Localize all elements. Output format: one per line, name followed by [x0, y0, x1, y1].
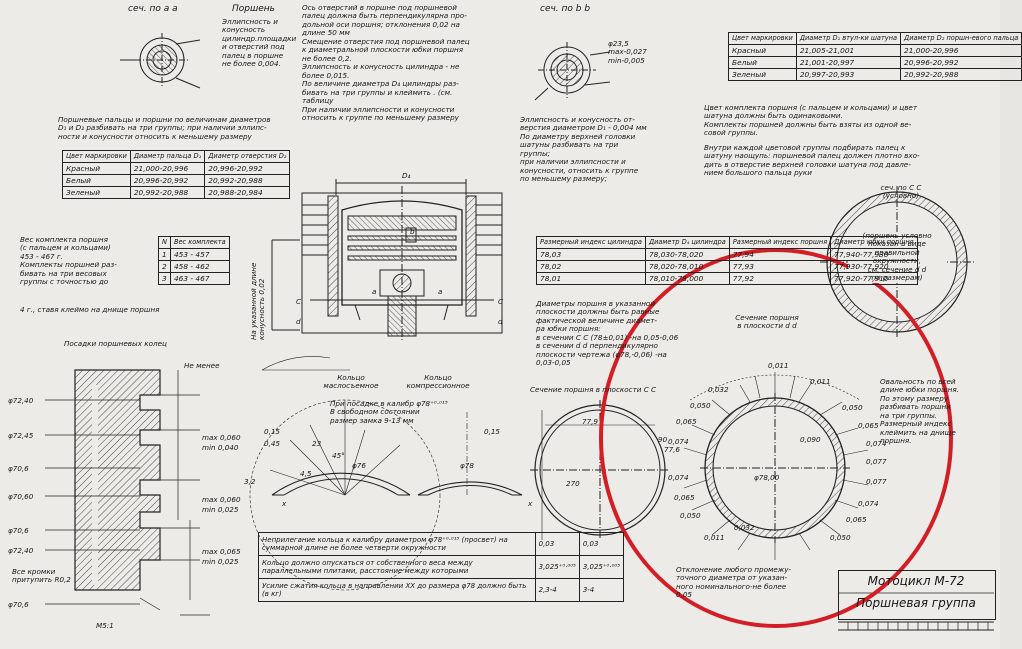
ring-groove-profile [45, 369, 210, 616]
dd-value: 0,011 [768, 361, 789, 370]
dim-label: φ70,60 [8, 492, 34, 501]
tolerance: max 0,060 [202, 495, 241, 504]
edge-note: Все кромки притупить R0,2 [12, 567, 71, 585]
table-pin-color: Цвет маркировки Диаметр пальца D₁ Диамет… [62, 150, 291, 199]
tolerance: min 0,040 [202, 443, 239, 452]
ring-grooves-title: Посадки поршневых колец [64, 339, 167, 348]
dd-value: 0,077 [866, 457, 887, 466]
center-label: 4,5 [300, 469, 312, 478]
dd-value: 0,032 [708, 385, 729, 394]
sec-bb-label: сеч. по b b [540, 4, 591, 14]
center-label: φ78 [460, 461, 474, 470]
oil-ring-label: Кольцо маслосъемное [323, 373, 379, 391]
center-label: a [438, 287, 443, 296]
dim-label: φ72,40 [8, 396, 34, 405]
dd-value: 0,065 [846, 515, 867, 524]
deviation-note: Отклонение любого промежу-точного диамет… [676, 565, 792, 600]
center-label: x [528, 499, 533, 508]
color-group-note: Цвет комплекта поршня (с пальцем и кольц… [704, 103, 920, 178]
dd-value: 0,074 [668, 473, 689, 482]
center-label: a [372, 287, 377, 296]
title-line-1: Мотоцикл М-72 [867, 574, 965, 588]
sec-cc-title: сеч. по С С(условно) [880, 183, 922, 201]
piston-pins-note: Поршневые пальцы и поршни по величинам д… [58, 115, 271, 141]
scale-mark: М5:1 [96, 621, 114, 630]
dd-value: 0,074 [668, 437, 689, 446]
center-label: 3,2 [244, 477, 256, 486]
center-label: φ78,00 [754, 473, 780, 482]
section-aa-view [120, 33, 201, 89]
ring-sections [249, 356, 523, 591]
dd-value: 0,011 [704, 533, 725, 542]
dd-value: 0,050 [830, 533, 851, 542]
center-label: 45° [332, 451, 345, 460]
dd-value: 0,065 [676, 417, 697, 426]
center-label: x [282, 499, 287, 508]
dim-label: φ70,6 [8, 526, 29, 535]
dd-value: 0,011 [810, 377, 831, 386]
piston-note-title: Поршень [232, 4, 275, 14]
dd-value: 0,050 [842, 403, 863, 412]
weight-note: Вес комплекта поршня(с пальцем и кольцам… [20, 235, 117, 287]
conrod-note: Эллипсность и конусность от-верстия диам… [520, 115, 647, 184]
dd-value: 0,065 [858, 421, 879, 430]
section-bb-view [534, 42, 611, 101]
center-label: 0,15 [264, 427, 281, 436]
table-conrod-color: Цвет маркировки Диаметр D₁ втул-ки шатун… [728, 32, 1022, 81]
tolerance: min 0,025 [202, 505, 239, 514]
dd-value: 0,090 [800, 435, 821, 444]
dim-label: φ70,6 [8, 600, 29, 609]
no-less-label: Не менее [184, 361, 220, 370]
tolerance: min 0,025 [202, 557, 239, 566]
center-label: 0,45 [264, 439, 281, 448]
center-label: 77,9 [582, 417, 599, 426]
tolerance: max 0,065 [202, 547, 241, 556]
center-label: d [296, 317, 301, 326]
title-block [838, 570, 996, 620]
center-label: 23 [312, 439, 322, 448]
center-label: d [498, 317, 503, 326]
center-label: b [410, 227, 415, 236]
dd-value: 0,050 [680, 511, 701, 520]
center-label: C [498, 297, 504, 306]
section-dd-circle [683, 372, 869, 560]
center-label: C [296, 297, 302, 306]
title-line-2: Поршневая группа [856, 596, 976, 610]
dim-label: φ72,45 [8, 431, 34, 440]
center-label: 77,6 [664, 445, 681, 454]
compression-ring-label: Кольцо компрессионное [406, 373, 470, 391]
piston-cylinder-section [301, 179, 503, 340]
table-ring-requirements: Неприлегание кольца к калибру диаметром … [258, 532, 625, 602]
dd-value: 0,074 [858, 499, 879, 508]
dd-value: 0,050 [690, 401, 711, 410]
table-cylinder: Размерный индекс цилиндра Диаметр D₄ цил… [536, 236, 918, 285]
center-label: 270 [566, 479, 580, 488]
dd-value: 0,032 [734, 523, 755, 532]
sec-aa-label: сеч. по a a [128, 4, 178, 14]
tolerance: max 0,060 [202, 433, 241, 442]
vertical-length-note: На указанной длине конусность 0,02 [249, 262, 267, 340]
weight-note-last: 4 г., ставя клеймо на днище поршня [20, 305, 160, 314]
section-cc-title: Сечение поршня в плоскости С С [530, 385, 657, 394]
dd-value: 0,065 [674, 493, 695, 502]
center-label: D₄ [402, 171, 411, 180]
center-label: 90 [658, 435, 668, 444]
dim-label: φ70,6 [8, 464, 29, 473]
dim-label: φ72,40 [8, 546, 34, 555]
center-label: φ76 [352, 461, 366, 470]
dd-value: 0,077 [866, 477, 887, 486]
dd-value: 0,074 [866, 439, 887, 448]
center-label: 0,15 [484, 427, 501, 436]
